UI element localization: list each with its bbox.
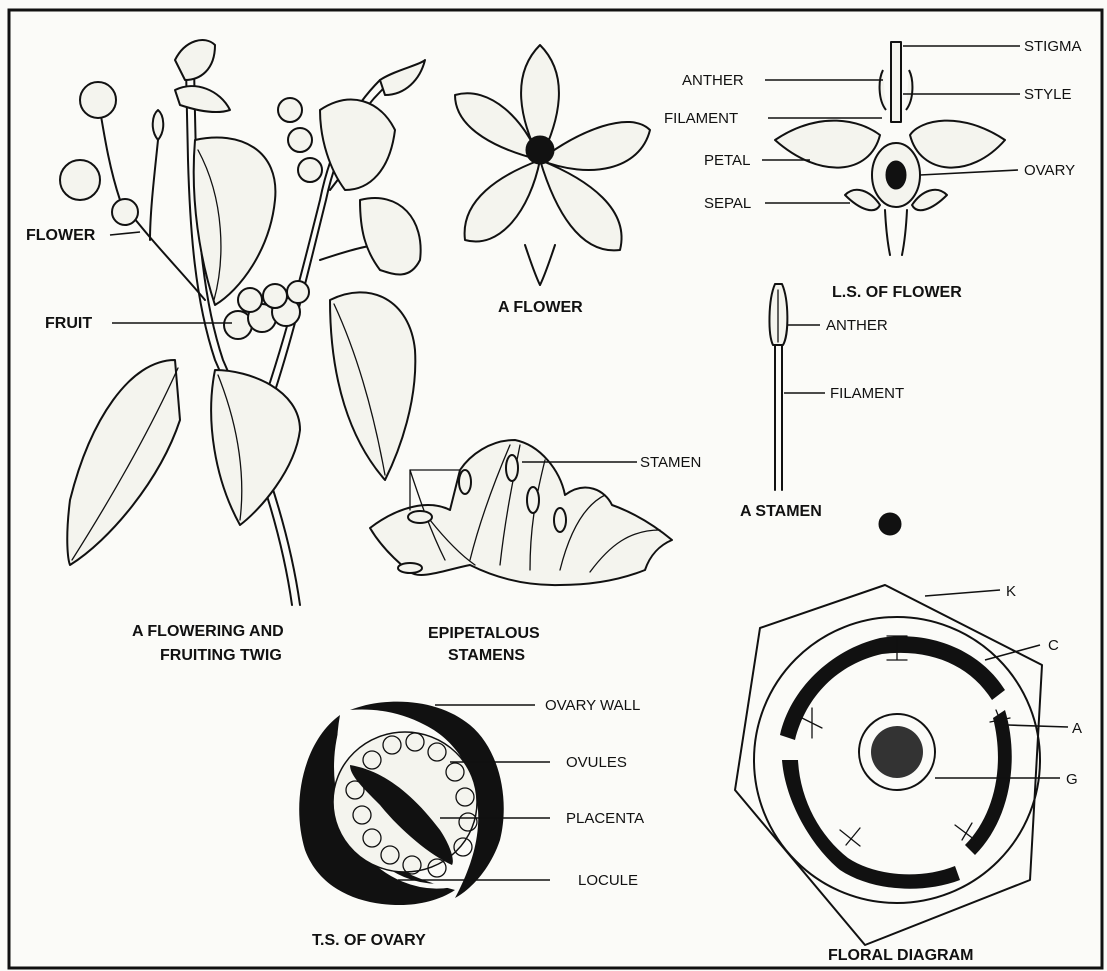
fruit-berry (238, 288, 262, 312)
twig-fruit-bud (278, 98, 302, 122)
label-fruit: FRUIT (45, 315, 92, 332)
label-sepal: SEPAL (704, 195, 751, 212)
fruit-berry (287, 281, 309, 303)
ls-flower-drawing (775, 42, 1005, 255)
ts-ovary-caption: T.S. OF OVARY (312, 932, 426, 949)
label-k: K (1006, 583, 1016, 600)
label-ovules: OVULES (566, 754, 627, 771)
flower-center (526, 136, 554, 164)
epi-stamen (398, 563, 422, 573)
epi-stamen (459, 470, 471, 494)
flower-drawing (455, 45, 650, 285)
label-stamen-anther: ANTHER (826, 317, 888, 334)
c-pointer (985, 645, 1040, 660)
twig-leaf (360, 198, 421, 274)
label-flower: FLOWER (26, 227, 96, 244)
twig-leaf (380, 60, 425, 95)
twig-flower (112, 199, 138, 225)
ovary-pointer (920, 170, 1018, 175)
twig-caption-line1: A FLOWERING AND (132, 623, 284, 640)
label-locule: LOCULE (578, 872, 638, 889)
label-c: C (1048, 637, 1059, 654)
stamen-drawing (769, 284, 787, 490)
stamen-caption: A STAMEN (740, 503, 822, 520)
twig-fruit-bud (288, 128, 312, 152)
twig-leaf (194, 138, 276, 306)
label-ovary-wall: OVARY WALL (545, 697, 640, 714)
ls-petal (910, 121, 1005, 168)
label-a: A (1072, 720, 1082, 737)
ls-stigma-style (891, 42, 901, 122)
ls-ovule (886, 161, 906, 189)
twig-leaf (330, 292, 415, 480)
twig-fruit-bud (298, 158, 322, 182)
epi-stamen (554, 508, 566, 532)
epipetalous-caption-line1: EPIPETALOUS (428, 625, 540, 642)
twig-leaf (175, 40, 215, 80)
stamen-filament (775, 346, 782, 490)
label-stamen-filament: FILAMENT (830, 385, 904, 402)
twig-leaf (67, 360, 180, 565)
ls-sepal (845, 190, 880, 210)
label-ls-anther: ANTHER (682, 72, 744, 89)
fruit-berry (263, 284, 287, 308)
flower-caption: A FLOWER (498, 299, 583, 316)
label-ls-filament: FILAMENT (664, 110, 738, 127)
floral-petal (965, 710, 1012, 855)
epi-stamen (527, 487, 539, 513)
ls-sepal (912, 190, 947, 210)
twig-leaf (175, 86, 230, 112)
epipetalous-caption-line2: STAMENS (448, 647, 525, 664)
epi-stamen (408, 511, 432, 523)
label-epi-stamen: STAMEN (640, 454, 701, 471)
label-g: G (1066, 771, 1078, 788)
floral-gynoecium (871, 726, 923, 778)
a-pointer (1008, 725, 1068, 727)
twig-flower (60, 160, 100, 200)
label-style: STYLE (1024, 86, 1072, 103)
twig-flower (80, 82, 116, 118)
floral-anther (955, 823, 975, 840)
label-petal: PETAL (704, 152, 750, 169)
epi-stamen (506, 455, 518, 481)
floral-diagram-caption: FLORAL DIAGRAM (828, 947, 973, 964)
label-stigma: STIGMA (1024, 38, 1082, 55)
label-placenta: PLACENTA (566, 810, 644, 827)
flower-pointer (110, 232, 140, 235)
label-ovary: OVARY (1024, 162, 1075, 179)
twig-flower-bud (153, 110, 164, 140)
ink-dot (879, 513, 901, 535)
floral-anther (840, 828, 860, 846)
ts-ovary-drawing (299, 702, 504, 905)
floral-diagram-drawing (735, 585, 1042, 945)
twig-caption-line2: FRUITING TWIG (160, 647, 282, 664)
ls-flower-caption: L.S. OF FLOWER (832, 284, 962, 301)
k-pointer (925, 590, 1000, 596)
